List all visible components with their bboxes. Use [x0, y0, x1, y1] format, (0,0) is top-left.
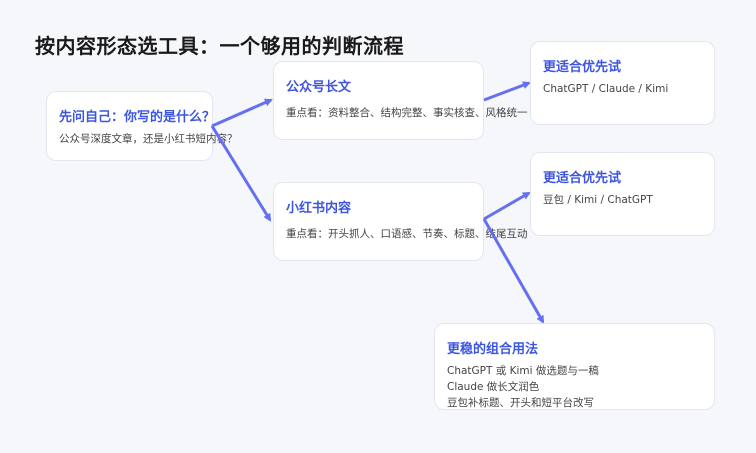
node-body: ChatGPT / Claude / Kimi [543, 83, 669, 95]
node-title: 小红书内容 [286, 201, 352, 216]
xhs-node: 小红书内容 重点看：开头抓人、口语感、节奏、标题、结尾互动 [273, 182, 528, 261]
wechat-tools-node: 更适合优先试 ChatGPT / Claude / Kimi [530, 41, 715, 125]
node-title: 先问自己：你写的是什么？ [59, 110, 216, 125]
wechat-node: 公众号长文 重点看：资料整合、结构完整、事实核查、风格统一 [273, 61, 528, 140]
node-body: ChatGPT 或 Kimi 做选题与一稿 Claude 做长文润色 豆包补标题… [447, 363, 702, 409]
combo-line: ChatGPT 或 Kimi 做选题与一稿 [447, 365, 599, 377]
node-body: 公众号深度文章，还是小红书短内容？ [59, 133, 238, 145]
node-title: 更适合优先试 [543, 60, 622, 75]
arrow-xhs-to-tools [483, 191, 531, 221]
node-body: 重点看：开头抓人、口语感、节奏、标题、结尾互动 [286, 228, 528, 240]
combo-line: 豆包补标题、开头和短平台改写 [447, 397, 594, 409]
start-node: 先问自己：你写的是什么？ 公众号深度文章，还是小红书短内容？ [46, 91, 238, 161]
page-title: 按内容形态选工具：一个够用的判断流程 [35, 34, 404, 58]
node-body: 重点看：资料整合、结构完整、事实核查、风格统一 [286, 107, 528, 119]
arrow-start-to-wechat [211, 98, 273, 128]
node-title: 更适合优先试 [543, 171, 622, 186]
node-title: 公众号长文 [286, 80, 352, 95]
xhs-tools-node: 更适合优先试 豆包 / Kimi / ChatGPT [530, 152, 715, 236]
arrow-wechat-to-tools [483, 81, 531, 102]
combo-node: 更稳的组合用法 ChatGPT 或 Kimi 做选题与一稿 Claude 做长文… [434, 323, 715, 410]
node-title: 更稳的组合用法 [447, 342, 539, 357]
node-body: 豆包 / Kimi / ChatGPT [543, 194, 653, 206]
combo-line: Claude 做长文润色 [447, 381, 540, 393]
